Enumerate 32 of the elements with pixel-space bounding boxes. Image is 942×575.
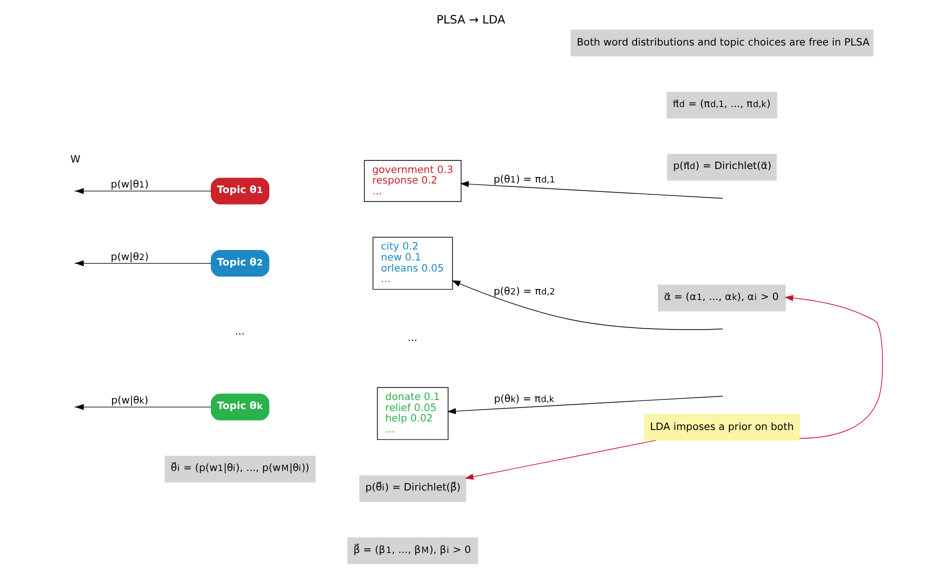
arrow xyxy=(446,396,721,414)
arrow xyxy=(460,181,721,199)
node-box: p(π⃗d) = Dirichlet(α⃗) xyxy=(666,154,776,181)
arrow xyxy=(784,294,882,439)
arrow xyxy=(74,260,211,266)
node-box: θ⃗i = (p(w1|θi), ..., p(wM|θi)) xyxy=(164,456,316,483)
edge-label: p(θ1) = πd,1 xyxy=(493,174,555,186)
node-box: π⃗d = (πd,1, ..., πd,k) xyxy=(666,92,777,118)
arrow xyxy=(451,280,721,330)
node-box: Topic θ1 xyxy=(210,178,269,204)
node-box: Topic θk xyxy=(210,394,269,420)
label: W xyxy=(70,154,80,166)
edge-label: p(θk) = πd,k xyxy=(494,394,554,406)
label: ... xyxy=(234,326,244,338)
node-box: p(θ⃗i) = Dirichlet(β⃗) xyxy=(358,475,466,502)
edge-label: p(w|θk) xyxy=(110,396,148,407)
edge-label: p(θ2) = πd,2 xyxy=(493,286,555,298)
node-box: α⃗ = (α1, ..., αk), αi > 0 xyxy=(657,284,786,312)
node-box: LDA imposes a prior on both xyxy=(643,414,800,441)
arrow xyxy=(74,404,211,410)
node-box: Topic θ2 xyxy=(210,250,269,277)
edge-label: p(w|θ1) xyxy=(110,180,148,191)
diagram-title: PLSA → LDA xyxy=(436,12,505,26)
node-box: donate 0.1 relief 0.05 help 0.02 ... xyxy=(376,387,448,440)
arrow xyxy=(74,188,211,194)
node-box: Both word distributions and topic choices are free in PLSA xyxy=(570,30,873,56)
edge-label: p(w|θ2) xyxy=(110,252,148,263)
node-box: β⃗ = (β1, ..., βM), βi > 0 xyxy=(346,537,478,564)
node-box: city 0.2 new 0.1 orleans 0.05 ... xyxy=(372,236,452,290)
arrow xyxy=(464,440,656,480)
node-box: government 0.3 response 0.2 ... xyxy=(363,160,461,202)
label: ... xyxy=(407,333,417,344)
